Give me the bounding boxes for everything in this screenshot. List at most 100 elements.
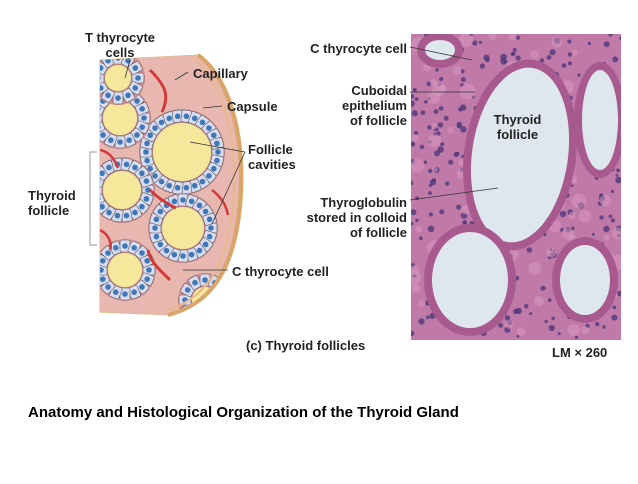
- thyrocyte-nucleus: [166, 115, 173, 122]
- thyrocyte-nucleus: [93, 187, 99, 193]
- thyrocyte-cell: [171, 109, 184, 123]
- micro-nucleus: [616, 168, 620, 173]
- micro-nucleus: [516, 334, 520, 338]
- thyrocyte-nucleus: [212, 314, 218, 315]
- leader-t-thyrocyte: [124, 59, 131, 79]
- micro-cytoplasm: [611, 227, 621, 240]
- micro-cytoplasm: [459, 83, 476, 100]
- thyrocyte-cell: [139, 146, 153, 158]
- thyrocyte-nucleus: [114, 212, 121, 219]
- micro-cytoplasm: [571, 193, 587, 209]
- thyrocyte-nucleus: [139, 106, 145, 112]
- micro-cytoplasm: [418, 299, 426, 308]
- thyrocyte-body: [215, 303, 230, 315]
- label-micro-cuboidal-epithelium: Cuboidal epithelium of follicle: [341, 83, 407, 128]
- leader-follicle-cavity-1: [189, 141, 246, 153]
- micro-nucleus: [485, 57, 490, 63]
- thyrocyte-cell: [185, 247, 199, 262]
- thyrocyte-nucleus: [144, 140, 150, 147]
- micro-nucleus: [419, 236, 423, 241]
- micro-cytoplasm: [508, 34, 517, 41]
- micro-nucleus: [411, 330, 415, 336]
- thyrocyte-nucleus: [152, 173, 158, 179]
- micrograph-follicles: [417, 34, 621, 336]
- micro-nucleus: [425, 315, 430, 320]
- thyrocyte-nucleus: [152, 225, 158, 231]
- micro-nucleus: [427, 225, 435, 233]
- thyrocyte-nucleus: [208, 225, 214, 231]
- thyrocyte-nucleus: [126, 137, 132, 143]
- micro-nucleus: [574, 335, 579, 339]
- micro-nucleus: [437, 146, 444, 153]
- micro-nucleus: [414, 130, 419, 136]
- thyrocyte-nucleus: [125, 92, 131, 99]
- micro-nucleus: [458, 107, 463, 112]
- micro-nucleus: [608, 214, 613, 219]
- thyrocyte-cell: [199, 313, 211, 315]
- micro-nucleus: [456, 151, 460, 155]
- micro-nucleus: [448, 159, 454, 165]
- micro-nucleus: [428, 212, 433, 217]
- thyrocyte-cell: [100, 81, 108, 95]
- thyroid-follicle-diagram: [89, 53, 244, 317]
- thyrocyte-cell: [100, 127, 111, 143]
- micro-nucleus: [551, 316, 555, 321]
- micro-cytoplasm: [568, 211, 576, 220]
- thyrocyte-nucleus: [192, 279, 198, 286]
- micro-nucleus: [433, 109, 439, 114]
- micro-cytoplasm: [438, 84, 447, 93]
- thyrocyte-nucleus: [139, 284, 145, 290]
- micro-nucleus: [515, 55, 521, 61]
- thyrocyte-nucleus: [183, 113, 190, 120]
- micro-cytoplasm: [460, 205, 471, 215]
- thyrocyte-nucleus: [158, 119, 165, 126]
- micro-nucleus: [478, 40, 482, 45]
- micro-nucleus: [608, 34, 613, 37]
- thyrocyte-cell: [188, 310, 202, 315]
- thyrocyte-nucleus: [105, 92, 111, 99]
- follicle-cavity: [162, 207, 204, 249]
- thyrocyte-nucleus: [153, 233, 160, 240]
- micro-nucleus: [529, 312, 533, 316]
- micrograph: [411, 34, 621, 340]
- thyrocyte-nucleus: [100, 267, 104, 273]
- micro-nucleus: [549, 49, 556, 56]
- thyrocyte-nucleus: [199, 178, 206, 185]
- thyrocyte-cell: [127, 285, 141, 300]
- micro-nucleus: [429, 179, 437, 186]
- micro-nucleus: [539, 58, 545, 63]
- thyrocyte-nucleus: [141, 115, 147, 121]
- label-t-thyrocyte-cells: T thyrocyte cells: [84, 30, 156, 60]
- thyrocyte-nucleus: [206, 233, 213, 240]
- follicle-cavity: [153, 123, 211, 181]
- thyrocyte-nucleus: [152, 125, 158, 131]
- thyrocyte-cell: [93, 184, 103, 196]
- thyrocyte-nucleus: [134, 132, 140, 138]
- thyrocyte-cell: [112, 91, 124, 105]
- micro-nucleus: [611, 314, 618, 321]
- thyrocyte-nucleus: [123, 212, 130, 219]
- micro-cytoplasm: [603, 234, 610, 241]
- thyrocyte-nucleus: [143, 196, 150, 202]
- micro-nucleus: [438, 106, 444, 111]
- label-capillary: Capillary: [193, 66, 248, 81]
- micro-nucleus: [461, 77, 466, 82]
- micro-cytoplasm: [458, 34, 474, 47]
- thyrocyte-nucleus: [100, 276, 106, 282]
- micro-cytoplasm: [411, 283, 421, 293]
- micro-cytoplasm: [569, 233, 576, 241]
- follicle-cavity: [103, 171, 141, 209]
- micro-nucleus: [439, 76, 444, 82]
- panel-label: (c) Thyroid follicles: [246, 338, 366, 353]
- micro-nucleus: [591, 232, 595, 236]
- micro-cytoplasm: [453, 66, 462, 75]
- thyrocyte-nucleus: [117, 139, 123, 145]
- micro-cytoplasm: [567, 324, 580, 337]
- micro-nucleus: [540, 285, 546, 291]
- micro-cytoplasm: [488, 34, 497, 41]
- micro-nucleus: [411, 110, 418, 117]
- thyrocyte-nucleus: [184, 287, 191, 293]
- thyrocyte-nucleus: [147, 165, 153, 172]
- thyrocyte-cell: [188, 275, 202, 290]
